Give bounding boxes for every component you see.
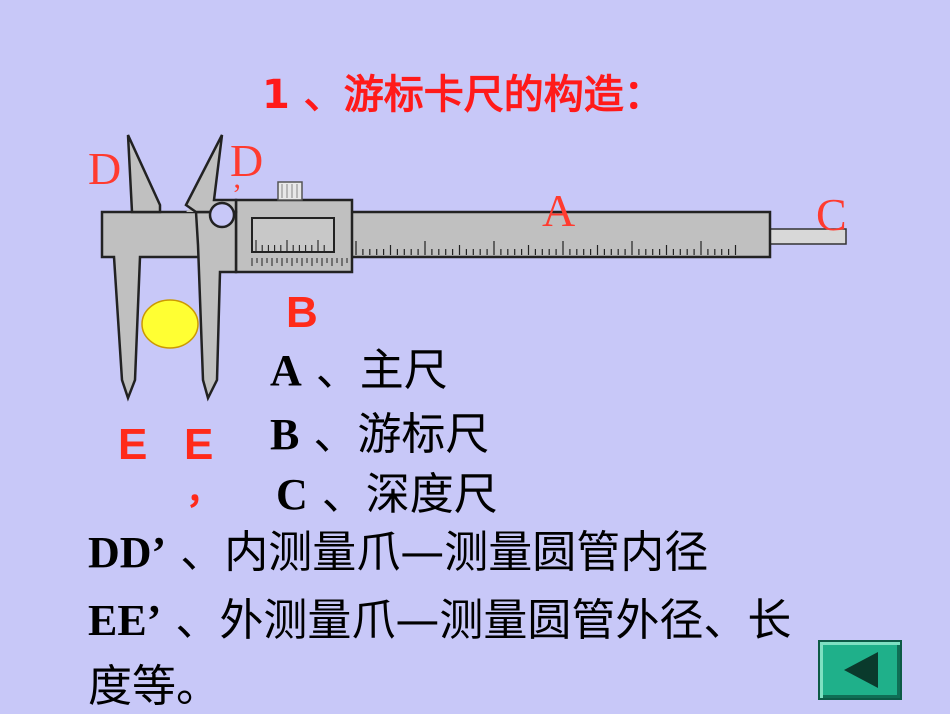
desc-DD: DD’ 、内测量爪—测量圆管内径	[88, 527, 709, 578]
label-D-prime-mark: ’	[232, 178, 242, 211]
label-A: A	[542, 185, 576, 236]
label-D-prime: D	[230, 135, 264, 186]
back-button[interactable]	[818, 640, 902, 700]
label-D: D	[88, 143, 122, 194]
part-C: C 、深度尺	[276, 469, 498, 520]
part-A: A 、主尺	[270, 345, 448, 396]
main-scale-ticks	[355, 241, 737, 255]
triangle-left-icon	[844, 652, 878, 688]
lock-screw	[277, 181, 303, 201]
page-title: 1 、游标卡尺的构造：	[262, 72, 664, 118]
vernier-ticks	[251, 240, 353, 266]
desc-EE-cont: 度等。	[88, 661, 220, 712]
label-C: C	[816, 189, 847, 240]
sliding-jaw-E-prime	[194, 210, 238, 402]
inner-jaw-D	[126, 134, 162, 214]
label-E-prime: E	[184, 420, 214, 469]
inner-jaw-D-prime	[184, 134, 238, 214]
part-B: B 、游标尺	[270, 409, 490, 460]
label-E-prime-mark: ，	[186, 470, 223, 511]
desc-EE: EE’ 、外测量爪—测量圆管外径、长	[88, 595, 792, 646]
label-B: B	[286, 288, 318, 337]
measured-object	[141, 299, 199, 349]
label-E: E	[118, 420, 148, 469]
